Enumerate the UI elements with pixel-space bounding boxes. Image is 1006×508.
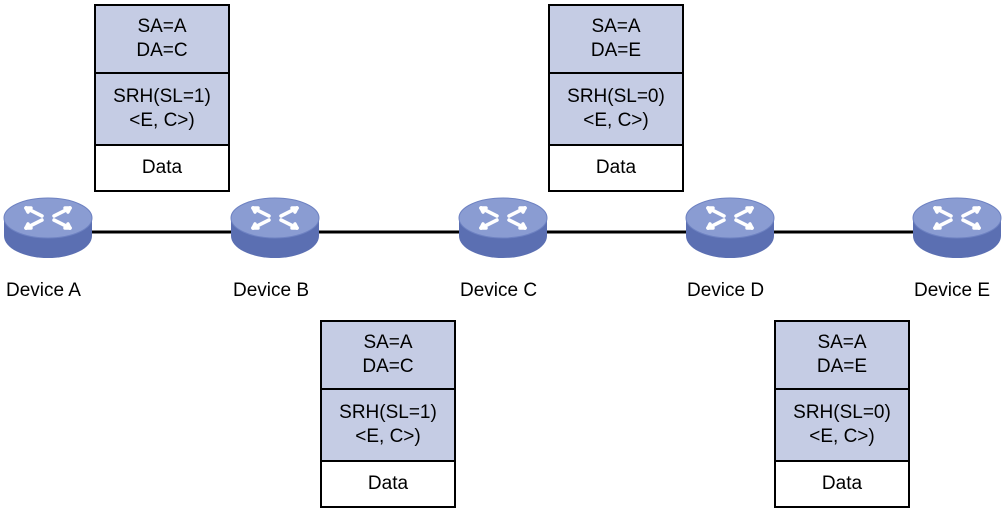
segment-list: <E, C>) — [355, 426, 421, 447]
payload: Data — [141, 157, 183, 178]
destination-address: DA=C — [362, 356, 414, 377]
segment-routing-header: SRH(SL=0) <E, C>) — [550, 74, 682, 146]
packet-b-to-c: SA=A DA=C SRH(SL=1) <E, C>) Data — [320, 320, 456, 508]
device-label-e: Device E — [914, 280, 991, 301]
srh-label: SRH(SL=1) — [113, 86, 211, 107]
segment-routing-header: SRH(SL=1) <E, C>) — [96, 74, 228, 146]
payload: Data — [367, 473, 409, 494]
packet-a-to-b: SA=A DA=C SRH(SL=1) <E, C>) Data — [94, 4, 230, 192]
destination-address: DA=C — [136, 40, 188, 61]
ipv6-header: SA=A DA=E — [776, 322, 908, 390]
srh-label: SRH(SL=1) — [339, 402, 437, 423]
router-icon — [3, 197, 93, 258]
device-b — [227, 196, 323, 266]
destination-address: DA=E — [816, 356, 868, 377]
router-icon — [458, 197, 548, 258]
packet-c-to-d: SA=A DA=E SRH(SL=0) <E, C>) Data — [548, 4, 684, 192]
source-address: SA=A — [137, 16, 187, 37]
ipv6-header: SA=A DA=C — [96, 6, 228, 74]
segment-list: <E, C>) — [129, 110, 195, 131]
device-label-a: Device A — [6, 280, 81, 301]
device-c — [455, 196, 551, 266]
device-label-d: Device D — [687, 280, 765, 301]
source-address: SA=A — [591, 16, 641, 37]
device-label-c: Device C — [460, 280, 538, 301]
payload: Data — [821, 473, 863, 494]
source-address: SA=A — [363, 332, 413, 353]
packet-d-to-e: SA=A DA=E SRH(SL=0) <E, C>) Data — [774, 320, 910, 508]
ipv6-header: SA=A DA=E — [550, 6, 682, 74]
payload: Data — [595, 157, 637, 178]
srh-label: SRH(SL=0) — [793, 402, 891, 423]
segment-routing-header: SRH(SL=1) <E, C>) — [322, 390, 454, 462]
device-a — [0, 196, 96, 266]
segment-list: <E, C>) — [583, 110, 649, 131]
device-label-b: Device B — [233, 280, 310, 301]
router-icon — [685, 197, 775, 258]
router-icon — [912, 197, 1002, 258]
segment-list: <E, C>) — [809, 426, 875, 447]
source-address: SA=A — [817, 332, 867, 353]
segment-routing-header: SRH(SL=0) <E, C>) — [776, 390, 908, 462]
destination-address: DA=E — [590, 40, 642, 61]
device-d — [682, 196, 778, 266]
device-e — [909, 196, 1005, 266]
router-icon — [230, 197, 320, 258]
srh-label: SRH(SL=0) — [567, 86, 665, 107]
ipv6-header: SA=A DA=C — [322, 322, 454, 390]
